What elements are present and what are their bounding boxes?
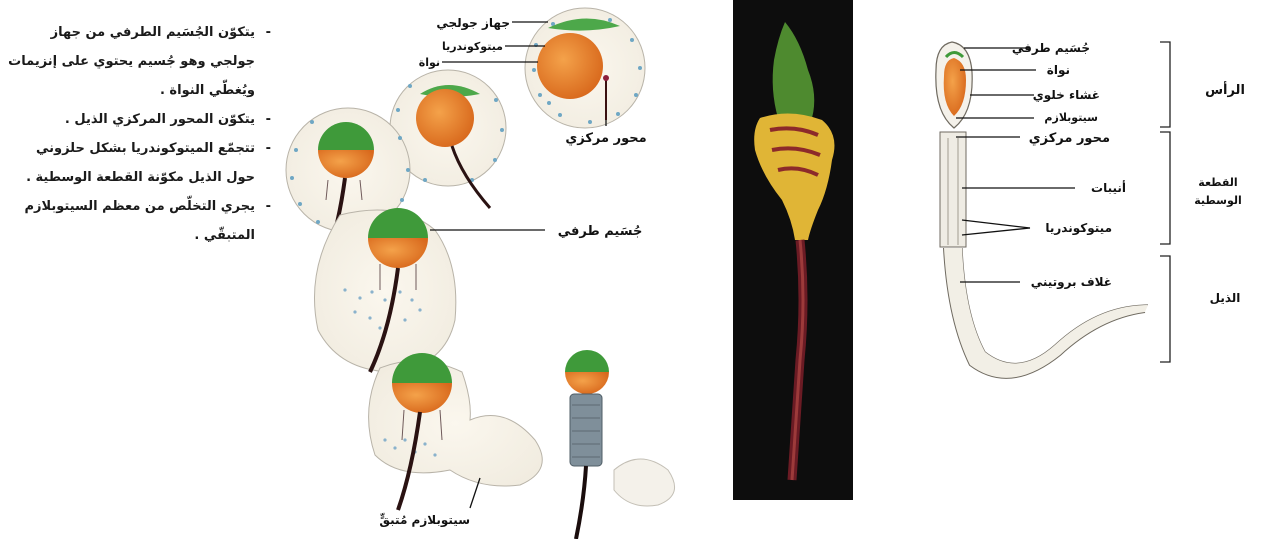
stage-6-cell [565, 350, 675, 539]
label-central-axis: محور مركزي [1029, 131, 1110, 146]
region-brackets [1160, 42, 1170, 362]
stage-1-cell [525, 8, 645, 128]
label-protein-sheath: غلاف بروتيني [1031, 275, 1112, 290]
stage-4-cell [314, 208, 455, 372]
label-mitochondria-dev: ميتوكوندريا [442, 40, 503, 53]
label-central-axis-dev: محور مركزي [565, 131, 646, 146]
region-midpiece-2: الوسطية [1194, 194, 1242, 207]
label-microtubules: أنيبات [1091, 180, 1126, 195]
sperm-micrograph [733, 0, 853, 500]
region-head: الرأس [1205, 81, 1245, 98]
label-acrosome: جُسَيم طرفي [1012, 41, 1090, 55]
stage-5-cell [369, 353, 543, 510]
label-mitochondria: ميتوكوندريا [1045, 221, 1112, 236]
region-midpiece-1: القطعة [1198, 176, 1237, 189]
label-nucleus: نواة [1047, 63, 1070, 78]
label-nucleus-dev: نواة [419, 56, 440, 69]
label-acrosome-dev: جُسَيم طرفي [558, 224, 643, 239]
label-cytoplasm: سيتوبلازم [1044, 111, 1098, 124]
region-tail: الذيل [1210, 291, 1241, 305]
label-residual-cytoplasm: سيتوبلازم مُتبقٍّ [379, 512, 470, 528]
sperm-annotations [956, 48, 1075, 282]
label-membrane: غشاء خلوي [1033, 88, 1100, 103]
label-golgi: جهاز جولجي [436, 16, 510, 31]
